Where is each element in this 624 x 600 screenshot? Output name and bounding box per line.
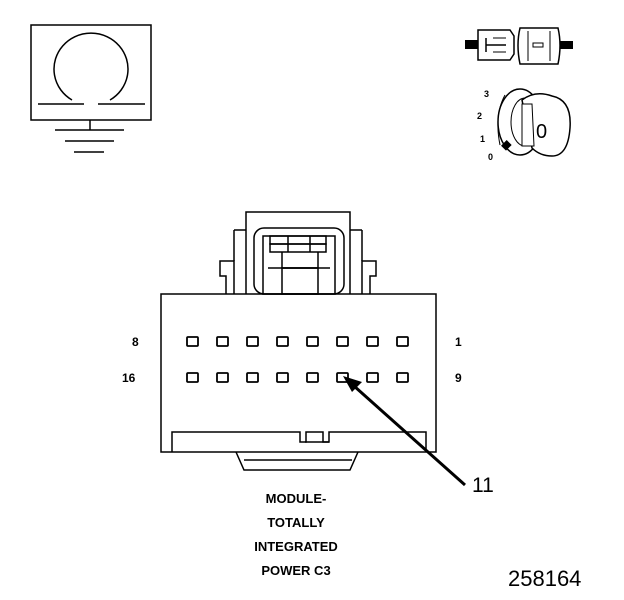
connector-cavity-bottom-1 [186, 372, 199, 383]
key-position-0: 0 [488, 152, 493, 162]
connector-cavity-top-5 [306, 336, 319, 347]
connector-cavity-top-8 [396, 336, 409, 347]
callout-arrow [343, 376, 466, 487]
pin-label-bottom-left: 16 [122, 371, 136, 385]
callout-label: 11 [472, 474, 494, 497]
pin-label-top-left: 8 [132, 335, 139, 349]
connector-cavity-bottom-5 [306, 372, 319, 383]
connector-cavity-bottom-4 [276, 372, 289, 383]
connector-cavity-bottom-8 [396, 372, 409, 383]
connector-cavity-top-2 [216, 336, 229, 347]
key-position-2: 2 [477, 111, 482, 121]
connector-cavity-top-4 [276, 336, 289, 347]
caption-line-3: INTEGRATED [254, 539, 338, 554]
pin-label-top-right: 1 [455, 335, 462, 349]
connector-cavity-top-6 [336, 336, 349, 347]
connector-pair-icon [465, 27, 573, 65]
caption-line-1: MODULE- [266, 491, 327, 506]
key-position-3: 3 [484, 89, 489, 99]
connector-cavity-bottom-7 [366, 372, 379, 383]
connector-cavity-top-1 [186, 336, 199, 347]
connector-cavity-top-3 [246, 336, 259, 347]
figure-id: 258164 [508, 566, 581, 591]
connector-cavity-bottom-3 [246, 372, 259, 383]
key-position-1: 1 [480, 134, 485, 144]
connector-cavity-top-7 [366, 336, 379, 347]
pin-label-bottom-right: 9 [455, 371, 462, 385]
ground-symbol-icon [30, 24, 152, 153]
caption-line-4: POWER C3 [261, 563, 330, 578]
connector-cavities [186, 336, 409, 383]
connector-face-icon [160, 211, 437, 471]
key-face-label: 0 [536, 121, 547, 143]
connector-cavity-bottom-2 [216, 372, 229, 383]
ignition-key-icon: 3 2 1 0 0 [477, 88, 571, 162]
caption-line-2: TOTALLY [267, 515, 325, 530]
